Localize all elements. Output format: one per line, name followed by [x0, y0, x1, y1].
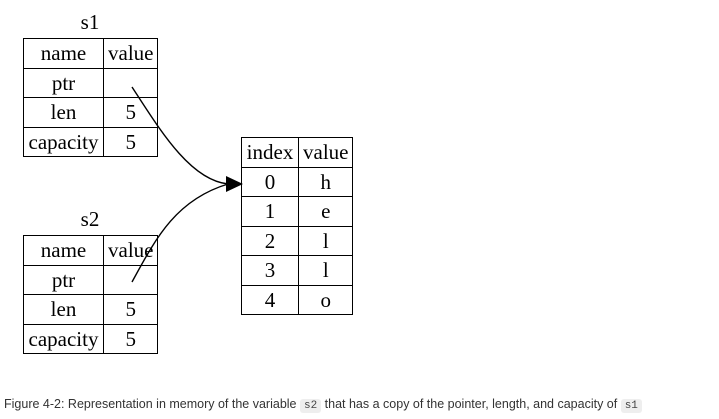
heap-row-1: 1 e	[241, 196, 354, 227]
heap-row-2: 2 l	[241, 225, 354, 256]
heap-row-4: 4 o	[241, 284, 354, 315]
s1-len-label: len	[23, 97, 104, 128]
heap-index-2: 2	[241, 225, 299, 256]
s2-row-capacity: capacity 5	[23, 323, 159, 354]
heap-header-row: index value	[241, 137, 354, 168]
heap-index-4: 4	[241, 284, 299, 315]
s2-header-row: name value	[23, 235, 159, 266]
s1-capacity-value: 5	[102, 126, 159, 157]
s1-header-value: value	[102, 38, 159, 69]
caption-code-s1: s1	[620, 399, 642, 413]
s1-header-row: name value	[23, 38, 159, 69]
s1-ptr-label: ptr	[23, 67, 104, 98]
figure-caption: Figure 4-2: Representation in memory of …	[4, 395, 642, 415]
s2-len-label: len	[23, 294, 104, 325]
caption-code-s2: s2	[299, 399, 322, 413]
caption-prefix: Figure 4-2: Representation in memory of …	[4, 397, 300, 411]
s2-header-value: value	[102, 235, 159, 266]
heap-row-0: 0 h	[241, 166, 354, 197]
s2-ptr-label: ptr	[23, 264, 104, 295]
heap-value-2: l	[297, 225, 354, 256]
heap-index-3: 3	[241, 255, 299, 286]
s2-row-ptr: ptr	[23, 264, 159, 295]
heap-index-0: 0	[241, 166, 299, 197]
s1-table: name value ptr len 5 capacity 5	[23, 38, 159, 157]
heap-header-index: index	[241, 137, 299, 168]
heap-index-1: 1	[241, 196, 299, 227]
s2-ptr-value	[102, 264, 159, 295]
s2-header-name: name	[23, 235, 104, 266]
s1-header-name: name	[23, 38, 104, 69]
s1-title: s1	[80, 10, 100, 34]
heap-row-3: 3 l	[241, 255, 354, 286]
heap-value-3: l	[297, 255, 354, 286]
s1-ptr-value	[102, 67, 159, 98]
s2-table: name value ptr len 5 capacity 5	[23, 235, 159, 354]
s2-len-value: 5	[102, 294, 159, 325]
heap-value-4: o	[297, 284, 354, 315]
s2-capacity-label: capacity	[23, 323, 104, 354]
heap-value-0: h	[297, 166, 354, 197]
s1-row-len: len 5	[23, 97, 159, 128]
s1-row-ptr: ptr	[23, 67, 159, 98]
heap-table: index value 0 h 1 e 2 l 3 l 4 o	[241, 137, 354, 315]
heap-value-1: e	[297, 196, 354, 227]
caption-middle: that has a copy of the pointer, length, …	[321, 397, 621, 411]
s1-len-value: 5	[102, 97, 159, 128]
s2-capacity-value: 5	[102, 323, 159, 354]
s1-row-capacity: capacity 5	[23, 126, 159, 157]
heap-header-value: value	[297, 137, 354, 168]
s1-capacity-label: capacity	[23, 126, 104, 157]
s2-title: s2	[80, 207, 100, 231]
s2-row-len: len 5	[23, 294, 159, 325]
